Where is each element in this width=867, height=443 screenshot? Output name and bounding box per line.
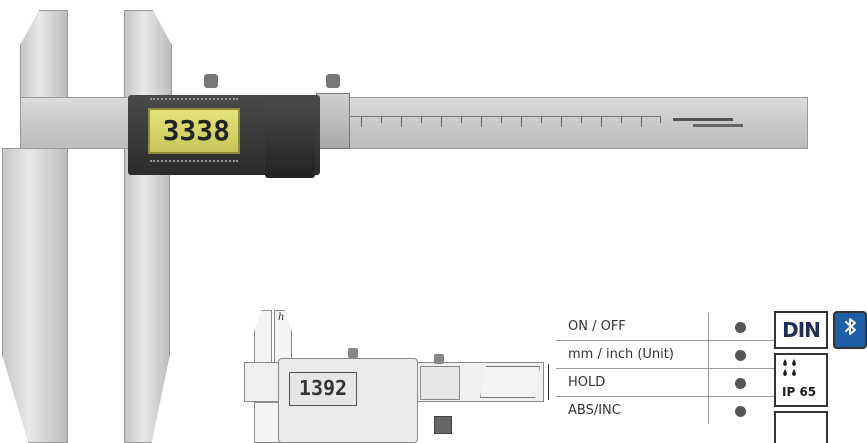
housing-buttons-bottom — [150, 160, 238, 168]
feature-row-abs-inc: ABS/INC — [556, 397, 778, 424]
water-drops-icon — [783, 359, 796, 376]
feature-row-unit: mm / inch (Unit) — [556, 341, 778, 369]
feature-dot-icon — [735, 322, 746, 333]
main-caliper-illustration: 3338 — [2, 10, 808, 443]
feature-row-on-off: ON / OFF — [556, 313, 778, 341]
feature-label: mm / inch (Unit) — [568, 347, 674, 362]
movable-jaw-upper — [124, 10, 172, 98]
schematic-lcd-display: 1392 — [289, 372, 357, 406]
feature-dot-icon — [735, 378, 746, 389]
schematic-fine-adjust — [420, 366, 460, 400]
feature-label: ON / OFF — [568, 319, 626, 334]
bluetooth-badge — [833, 311, 867, 349]
fine-adjust-screw-icon[interactable] — [326, 74, 340, 88]
fixed-jaw-upper — [20, 10, 68, 98]
locking-screw-icon[interactable] — [204, 74, 218, 88]
schematic-dimension-arrow — [548, 364, 549, 400]
schematic-fixed-jaw — [254, 310, 272, 364]
feature-label: HOLD — [568, 375, 606, 390]
movable-jaw-lower — [124, 148, 170, 443]
housing-side-block — [265, 100, 315, 178]
feature-dot-icon — [735, 350, 746, 361]
feature-table: ON / OFF mm / inch (Unit) HOLD ABS/INC — [556, 313, 778, 424]
ip65-label: IP 65 — [782, 385, 817, 399]
din-badge: DIN — [774, 311, 828, 349]
housing-buttons-top — [150, 98, 238, 106]
schematic-lock-block — [434, 416, 452, 434]
extra-badge-partial — [774, 411, 828, 443]
fixed-jaw-lower — [2, 148, 68, 443]
din-label: DIN — [782, 318, 821, 342]
feature-dot-icon — [735, 406, 746, 417]
beam-scale — [321, 116, 661, 139]
bluetooth-icon — [845, 318, 856, 335]
fine-adjust-block — [316, 93, 350, 149]
caliper-lcd-display: 3338 — [148, 108, 240, 154]
schematic-beam-break — [480, 366, 540, 398]
schematic-dimension-h: h — [278, 312, 285, 323]
schematic-knob-icon — [348, 348, 358, 358]
feature-label: ABS/INC — [568, 403, 621, 418]
feature-row-hold: HOLD — [556, 369, 778, 397]
schematic-knob-icon — [434, 354, 444, 364]
beam-engraving — [673, 112, 763, 132]
ip65-badge: IP 65 — [774, 353, 828, 407]
